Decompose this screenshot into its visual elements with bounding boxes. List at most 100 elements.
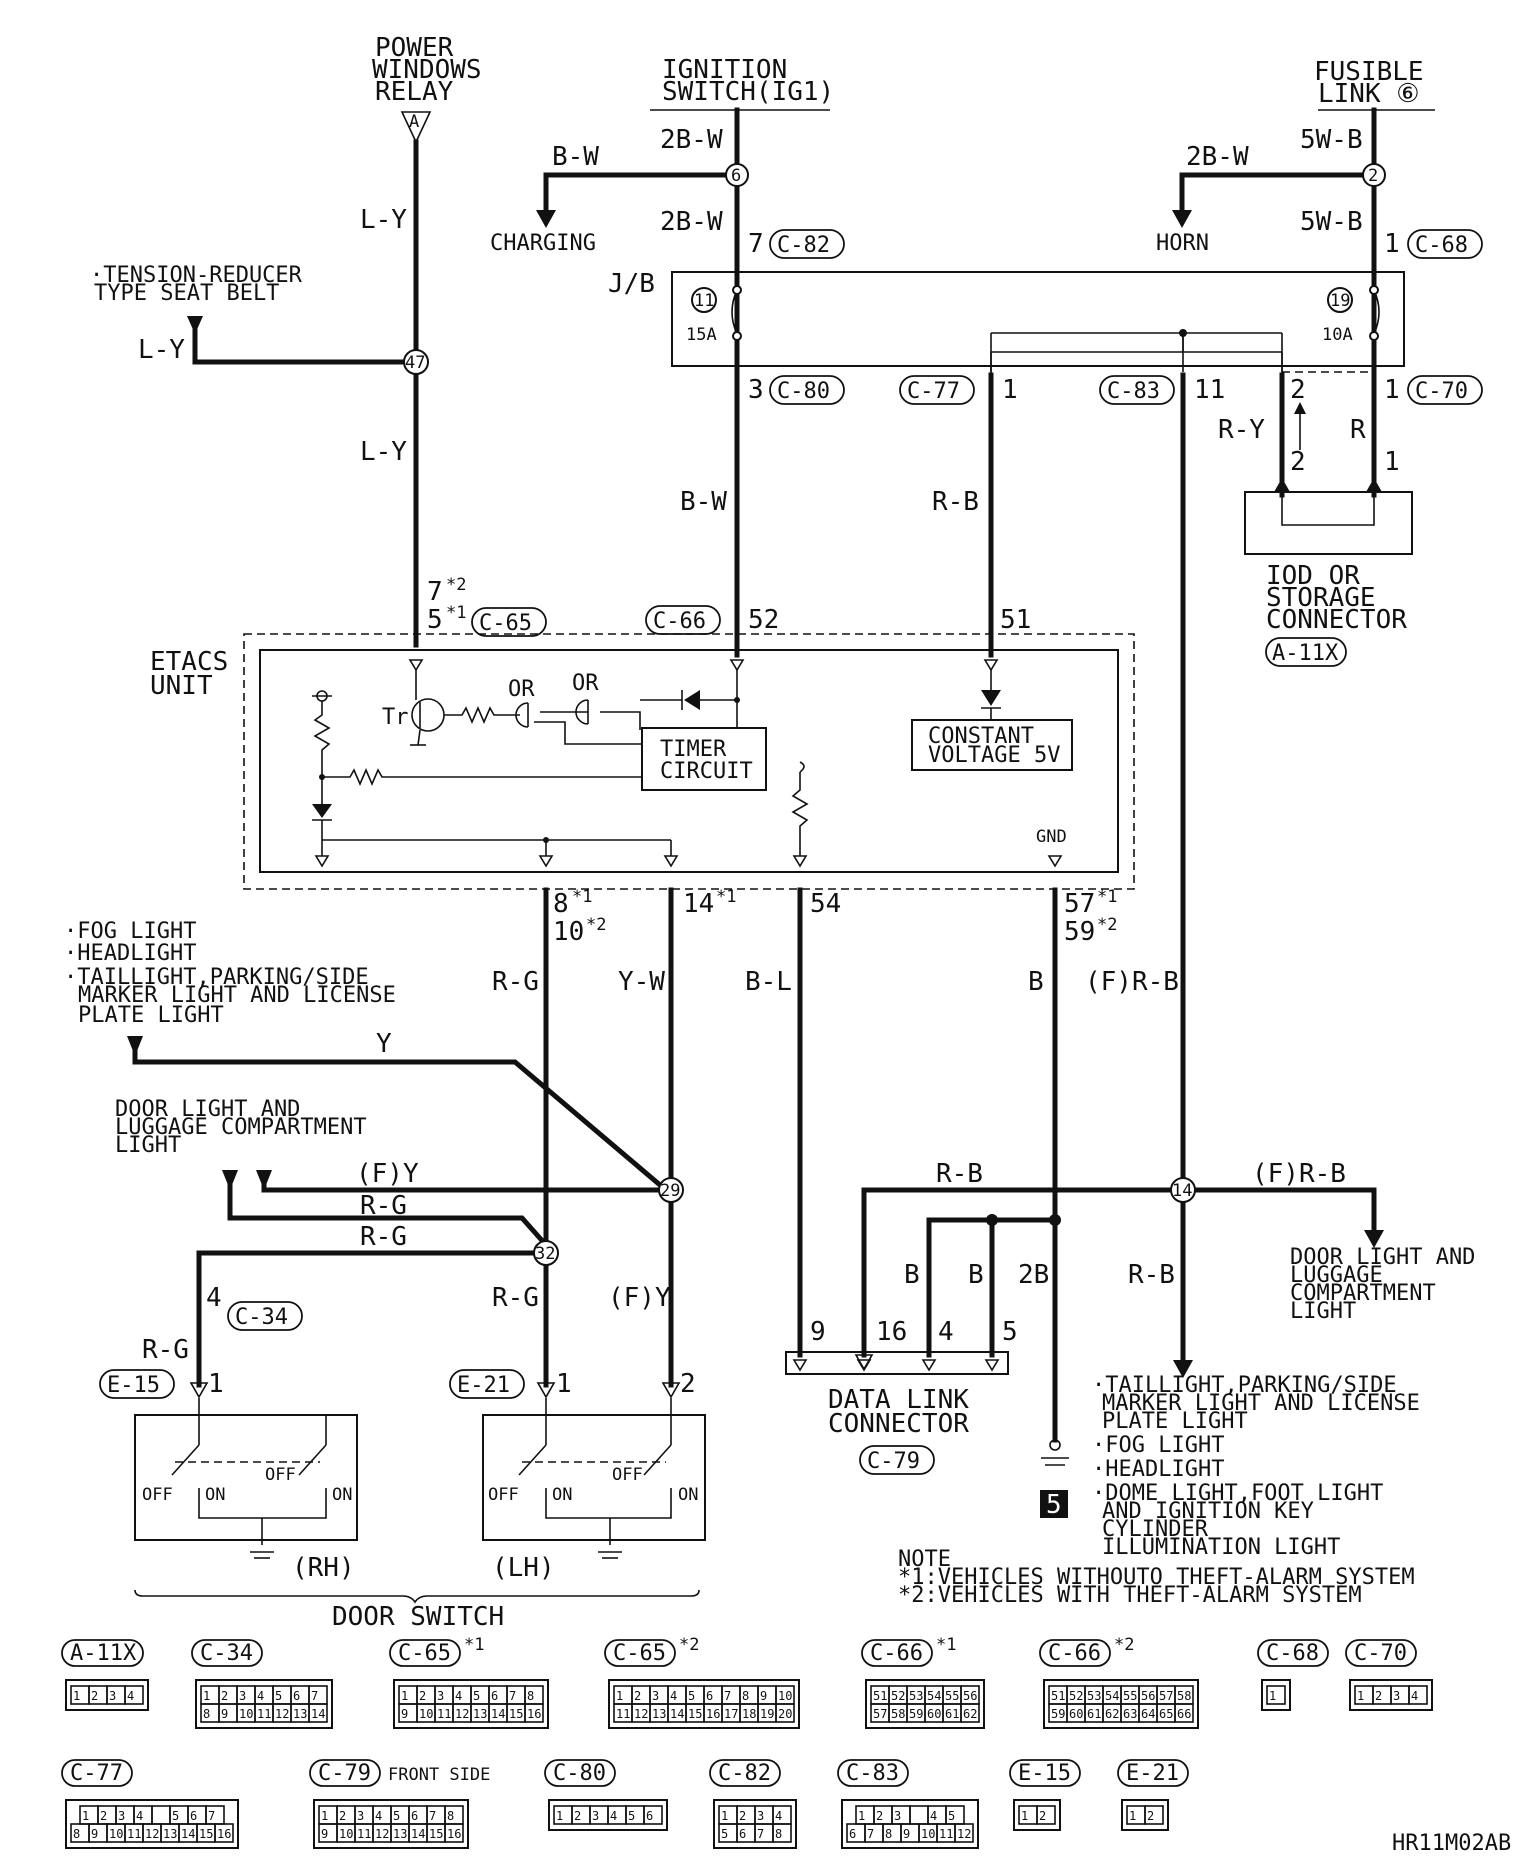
connector-pin-number: 14 <box>411 1827 425 1841</box>
pin-mark: *1 <box>1097 887 1117 907</box>
terminal-icon <box>792 855 808 868</box>
connector-view-body <box>65 1679 149 1711</box>
transistor-icon <box>411 698 445 732</box>
connector-pin-number: 3 <box>118 1809 125 1823</box>
fuse-number: 19 <box>1330 291 1350 311</box>
wire-r-g-rh <box>196 1250 538 1388</box>
fuse-number: 11 <box>694 291 714 311</box>
connector-pin-number: 2 <box>876 1809 883 1823</box>
iod-label-line: STORAGE <box>1266 583 1376 613</box>
connector-pin-number: 1 <box>616 1689 623 1703</box>
connector-view-tag <box>1345 1639 1417 1667</box>
connector-pin-number: 10 <box>419 1707 433 1721</box>
relay-tag-icon <box>400 111 432 144</box>
connector-view-name: E-15 <box>1018 1761 1071 1786</box>
connector-pin-number: 11 <box>616 1707 630 1721</box>
connector-view-body <box>865 1679 985 1729</box>
connector-view-body <box>313 1799 469 1849</box>
junction-number: 29 <box>660 1181 680 1201</box>
connector-pin-number: 10 <box>778 1689 792 1703</box>
wire-label: 2B <box>1018 1260 1049 1290</box>
jb-outline <box>671 271 1405 367</box>
connector-pin-number: 64 <box>1141 1707 1155 1721</box>
connector-view-body <box>195 1679 333 1729</box>
wire-r-b-dlc <box>861 1187 1175 1358</box>
iod-loop <box>1281 492 1375 526</box>
connector-tag <box>1407 375 1483 405</box>
connector-view: C-681 <box>1257 1639 1329 1711</box>
switch-contact <box>298 1444 327 1476</box>
connector-pin-cell <box>960 1703 980 1723</box>
wire-label: R-B <box>936 1159 983 1189</box>
dlc-body <box>785 1351 1009 1375</box>
pin-number: 51 <box>1000 605 1031 635</box>
connector-view-name: C-66 <box>870 1641 923 1666</box>
fuse-rating: 15A <box>686 325 717 345</box>
data-link-connector: DATA LINK CONNECTOR C-79 5 <box>785 1351 1069 1520</box>
relay-tag-letter: A <box>409 112 419 132</box>
connector-pin-number: 19 <box>760 1707 774 1721</box>
switch-off-label: OFF <box>488 1485 519 1505</box>
resistor-icon <box>313 701 331 804</box>
connector-view-name: C-79 <box>318 1761 371 1786</box>
source-label-line: WINDOWS <box>372 55 482 85</box>
connector-tag <box>471 607 547 637</box>
output-label: DOOR LIGHT AND <box>1290 1245 1475 1270</box>
connector-pin-cell <box>772 1823 792 1843</box>
terminal-icon <box>792 1359 808 1372</box>
connector-pin-number: 61 <box>1087 1707 1101 1721</box>
connector-pin-number: 8 <box>527 1689 534 1703</box>
connector-pin-number: 4 <box>610 1809 617 1823</box>
output-labels: CHARGING HORN ·TENSION-REDUCER TYPE SEAT… <box>64 231 1475 1560</box>
connector-view-body <box>608 1679 800 1729</box>
wire-label: L-Y <box>360 437 407 467</box>
connector-view-tag <box>709 1759 781 1787</box>
connector-pin-number: 55 <box>1123 1689 1137 1703</box>
connector-pin-number: 1 <box>1269 1689 1276 1703</box>
terminal-icon <box>408 659 424 672</box>
pin-number: 8 <box>553 889 569 919</box>
timer-circuit-box <box>641 727 767 791</box>
connector-pin-number: 3 <box>592 1809 599 1823</box>
connector-pin-number: 5 <box>172 1809 179 1823</box>
pin-mark: *1 <box>446 603 466 623</box>
connector-pin-number: 2 <box>634 1689 641 1703</box>
switch-on-label: ON <box>678 1485 698 1505</box>
connector-name: C-77 <box>907 379 960 404</box>
source-label-line: IGNITION <box>662 55 787 85</box>
connector-pin-number: 56 <box>1141 1689 1155 1703</box>
connector-pin-number: 9 <box>321 1827 328 1841</box>
ignition-switch: IGNITION SWITCH(IG1) <box>650 55 834 111</box>
connector-pin-number: 9 <box>91 1827 98 1841</box>
switch-off-label: OFF <box>612 1465 643 1485</box>
arrow-icon <box>127 1036 143 1056</box>
pin-mark: *1 <box>572 887 592 907</box>
connector-pin-number: 6 <box>739 1827 746 1841</box>
terminal-icon <box>921 1359 937 1372</box>
diode-icon <box>684 690 700 710</box>
switch-off-label: OFF <box>265 1465 296 1485</box>
connector-pin-number: 13 <box>652 1707 666 1721</box>
terminal-icon <box>983 659 999 672</box>
connector-view-body <box>1261 1679 1291 1711</box>
connector-pin-number: 54 <box>1105 1689 1119 1703</box>
connector-pin-number: 58 <box>1177 1689 1191 1703</box>
wire-f-y <box>261 1172 663 1193</box>
terminal-icon <box>1047 855 1063 868</box>
connector-name: E-15 <box>107 1373 160 1398</box>
output-label: LUGGAGE <box>1290 1263 1383 1288</box>
connector-pin-number: 10 <box>239 1707 253 1721</box>
switch-contact <box>518 1444 547 1476</box>
source-label-line: POWER <box>375 33 454 63</box>
connector-pin-number: 4 <box>375 1809 382 1823</box>
connector-pin-number: 15 <box>429 1827 443 1841</box>
wire-horn <box>1179 172 1366 218</box>
connector-pin-number: 12 <box>455 1707 469 1721</box>
door-switches: OFF OFF ON ON (RH) OFF OFF ON ON (LH) DO… <box>134 1354 874 1632</box>
connector-view-name: C-83 <box>846 1761 899 1786</box>
pin-number: 1 <box>556 1369 572 1399</box>
junction-number: 14 <box>1172 1181 1192 1201</box>
